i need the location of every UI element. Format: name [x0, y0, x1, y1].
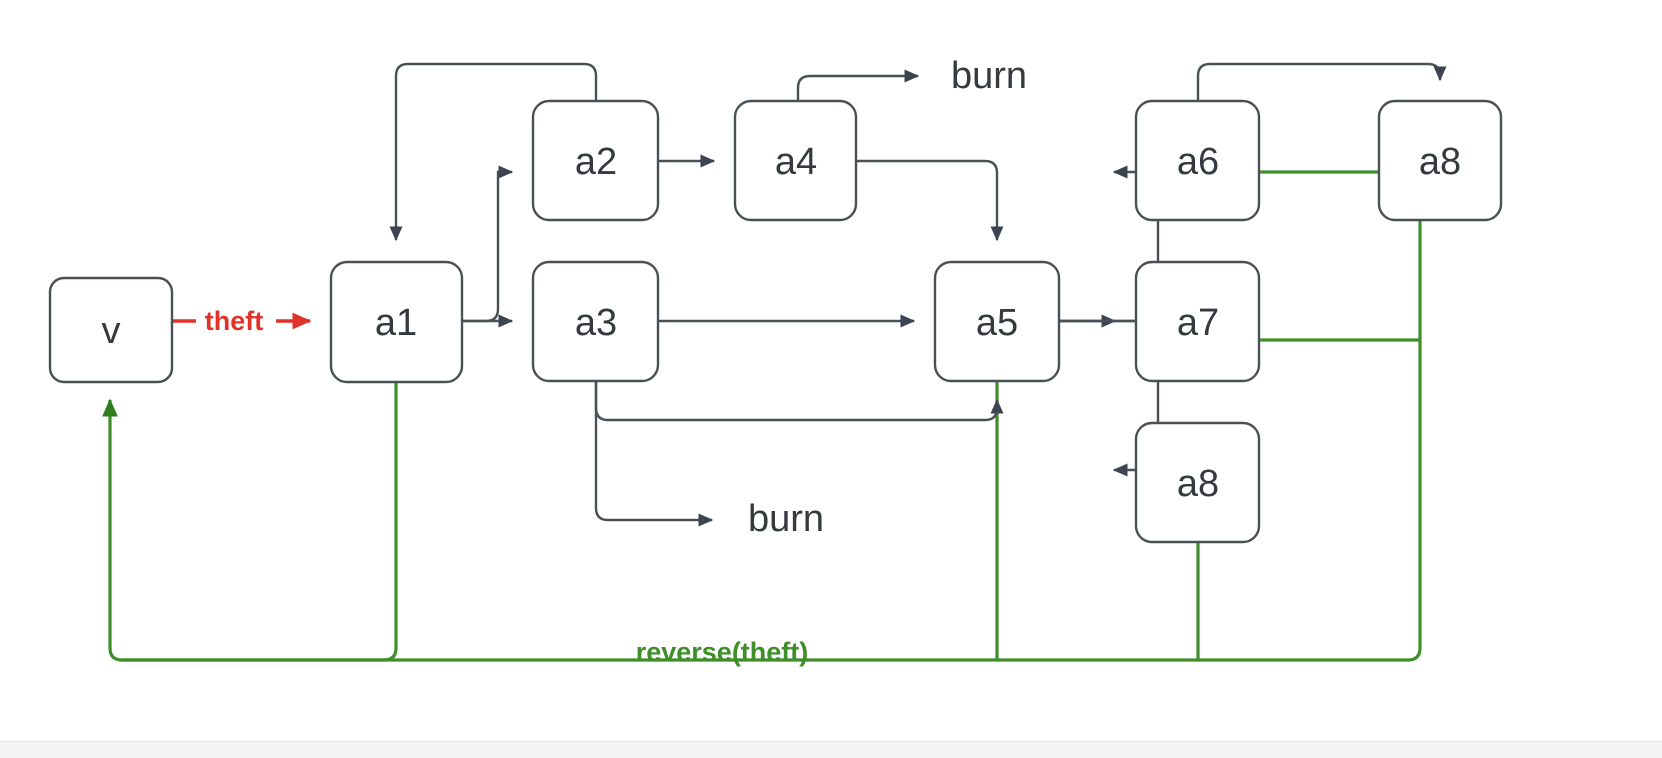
node-a8-lower[interactable]: a8 [1134, 421, 1261, 544]
edge-label-reverse-theft: reverse(theft) [636, 637, 809, 667]
edge-a3-to-burn-bottom [594, 381, 714, 527]
node-a5-label: a5 [976, 302, 1018, 344]
node-a3[interactable]: a3 [531, 260, 660, 383]
node-a8-lower-rect[interactable] [1134, 421, 1261, 544]
label-group: burn burn theft reverse(theft) [205, 55, 1027, 667]
edge-a2-to-a1 [389, 62, 598, 242]
node-a8-right-label: a8 [1419, 141, 1461, 183]
edge-a3-to-a5-lower [594, 381, 1004, 422]
node-a4-rect[interactable] [733, 99, 858, 222]
node-group: v a1 a2 a3 a4 a5 [48, 99, 1503, 544]
node-a8-lower-label: a8 [1177, 463, 1219, 505]
node-v-rect[interactable] [48, 276, 174, 384]
edge-label-theft: theft [205, 306, 263, 336]
node-a8-right[interactable]: a8 [1377, 99, 1503, 222]
node-a1-rect[interactable] [329, 260, 464, 384]
node-a1-label: a1 [375, 302, 417, 344]
node-a2-rect[interactable] [531, 99, 660, 222]
node-a5[interactable]: a5 [933, 260, 1061, 383]
page-bottom-strip [0, 741, 1662, 758]
node-a7-rect[interactable] [1134, 260, 1261, 383]
node-a7[interactable]: a7 [1134, 260, 1261, 383]
node-v[interactable]: v [48, 276, 174, 384]
node-a4-label: a4 [775, 141, 817, 183]
node-a3-rect[interactable] [531, 260, 660, 383]
node-a8-right-rect[interactable] [1377, 99, 1503, 222]
node-a4[interactable]: a4 [733, 99, 858, 222]
edge-a1-to-v-reverse [102, 382, 398, 662]
node-a6-rect[interactable] [1134, 99, 1261, 222]
node-a1[interactable]: a1 [329, 260, 464, 384]
edge-a6-to-a8right [1196, 62, 1442, 101]
node-a5-rect[interactable] [933, 260, 1061, 383]
node-a2[interactable]: a2 [531, 99, 660, 222]
node-a7-label: a7 [1177, 302, 1219, 344]
edge-a5-to-v-reverse [122, 382, 999, 662]
node-a6-label: a6 [1177, 141, 1219, 183]
edge-a6-to-v-reverse [1198, 170, 1422, 662]
node-a6[interactable]: a6 [1134, 99, 1261, 222]
edge-a4-to-a5 [856, 159, 1004, 242]
edge-a4-to-burn-top [796, 69, 920, 101]
node-a3-label: a3 [575, 302, 617, 344]
terminal-burn-top-label: burn [951, 55, 1027, 97]
edge-a8lower-to-v-reverse [997, 542, 1200, 662]
terminal-burn-bottom-label: burn [748, 498, 824, 540]
node-v-label: v [102, 310, 121, 352]
node-a2-label: a2 [575, 141, 617, 183]
edge-group-reverse-theft [102, 170, 1422, 662]
edge-a1-to-a2 [462, 165, 514, 323]
